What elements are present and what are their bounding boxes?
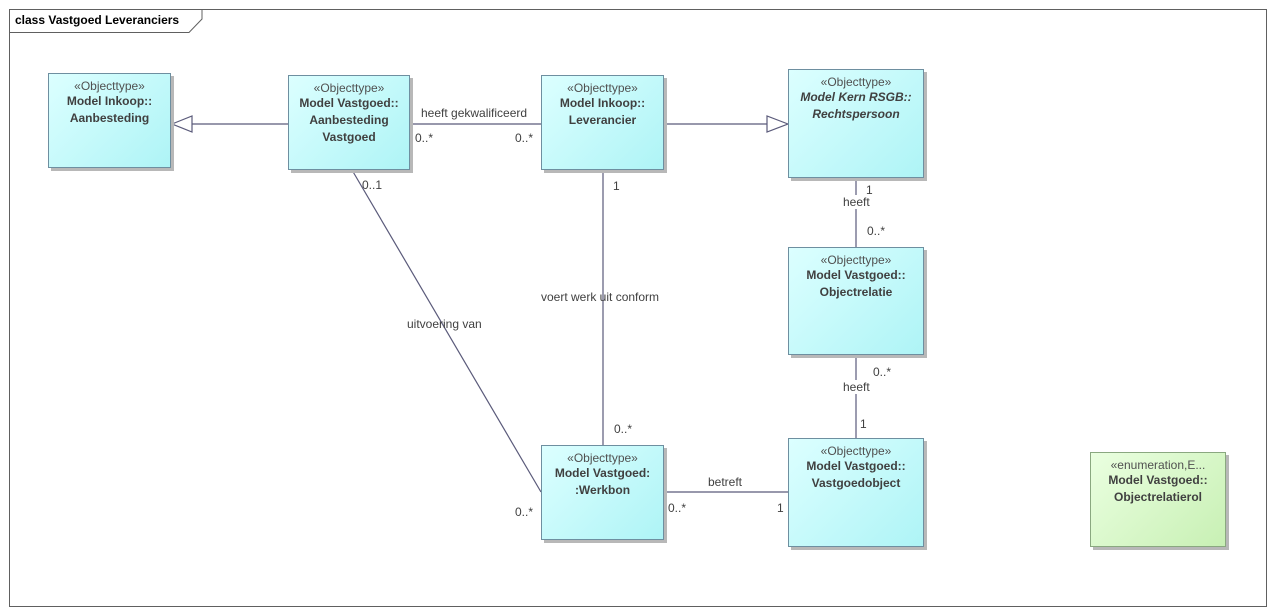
class-name-line: Model Vastgoed:: [806,459,906,473]
class-name-line: Vastgoed [322,130,376,144]
generalization-arrow-rechtspersoon [766,115,790,133]
class-name-line: Vastgoedobject [811,476,901,490]
association-label-betreft: betreft [708,475,743,489]
class-name-line: :Werkbon [574,483,631,497]
stereotype-label: «Objecttype» [567,451,638,465]
association-label-heeft-rechtspersoon: heeft [843,195,870,209]
multiplicity-label: 0..* [668,501,687,515]
multiplicity-label: 1 [777,501,784,515]
class-name-line: Model Inkoop:: [559,96,646,110]
class-name-line: Model Kern RSGB:: [800,90,912,104]
diagram-frame [9,9,1267,607]
association-label-heeft-vastgoed: heeft [843,380,870,394]
stereotype-label: «Objecttype» [567,81,638,95]
association-label-voert-werk: voert werk uit conform [541,290,660,304]
multiplicity-label: 0..* [867,224,886,238]
class-objectrelatie[interactable]: «Objecttype» Model Vastgoed:: Objectrela… [788,247,924,355]
generalization-arrow-aanbesteding [170,115,193,133]
association-line-uitvoering[interactable] [351,169,542,493]
class-name-line: Aanbesteding [309,113,389,127]
stereotype-label: «Objecttype» [820,253,892,267]
class-name-line: Model Vastgoed:: [299,96,399,110]
multiplicity-label: 0..* [515,131,534,145]
association-label-uitvoering: uitvoering van [407,317,482,331]
class-name-line: Leverancier [568,113,637,127]
multiplicity-label: 0..* [515,505,534,519]
class-name-line: Model Vastgoed:: [806,268,906,282]
multiplicity-label: 1 [860,417,867,431]
enumeration-objectrelatierol[interactable]: «enumeration,E... Model Vastgoed:: Objec… [1090,452,1226,547]
class-leverancier[interactable]: «Objecttype» Model Inkoop:: Leverancier [541,75,664,170]
frame-tab-shape [9,9,203,33]
multiplicity-label: 1 [613,179,620,193]
class-name-line: Aanbesteding [69,111,150,125]
stereotype-label: «Objecttype» [313,81,385,95]
class-name-line: Objectrelatierol [1113,490,1203,504]
class-name-line: Model Vastgoed:: [1108,473,1208,487]
class-vastgoedobject[interactable]: «Objecttype» Model Vastgoed:: Vastgoedob… [788,438,924,547]
diagram-title: class Vastgoed Leveranciers [15,13,180,27]
multiplicity-label: 0..* [415,131,434,145]
class-werkbon[interactable]: «Objecttype» Model Vastgoed: :Werkbon [541,445,664,540]
class-name-line: Objectrelatie [819,285,893,299]
class-aanbesteding[interactable]: «Objecttype» Model Inkoop:: Aanbesteding [48,73,171,168]
multiplicity-label: 1 [866,183,873,197]
multiplicity-label: 0..* [614,422,633,436]
stereotype-label: «Objecttype» [74,79,145,93]
multiplicity-label: 0..1 [362,178,383,192]
multiplicity-label: 0..* [873,365,892,379]
stereotype-label: «Objecttype» [820,444,892,458]
stereotype-label: «Objecttype» [820,75,892,89]
class-rechtspersoon[interactable]: «Objecttype» Model Kern RSGB:: Rechtsper… [788,69,924,178]
class-aanbesteding-vastgoed[interactable]: «Objecttype» Model Vastgoed:: Aanbestedi… [288,75,410,170]
association-label-gekwalificeerd: heeft gekwalificeerd [421,106,528,120]
class-name-line: Model Vastgoed: [554,466,651,480]
class-name-line: Model Inkoop:: [66,94,153,108]
stereotype-label: «enumeration,E... [1110,458,1206,472]
class-name-line: Rechtspersoon [812,107,900,121]
